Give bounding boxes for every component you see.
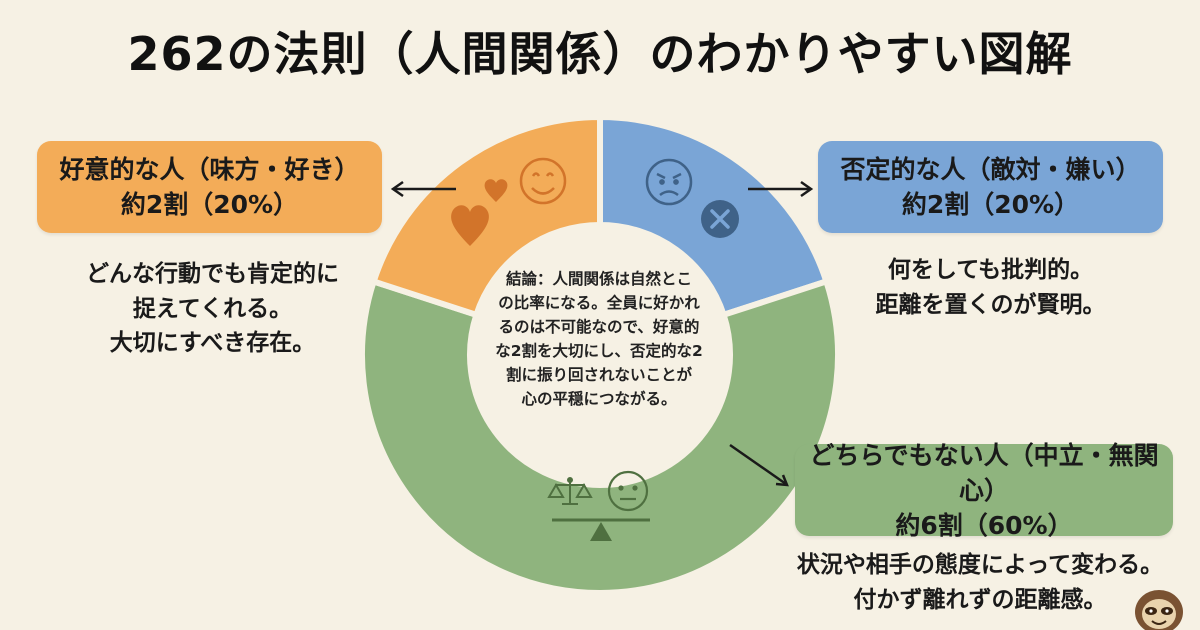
balance-icon bbox=[552, 518, 650, 541]
favorable-description-line: 捉えてくれる。 bbox=[132, 295, 293, 322]
conclusion-line: 割に振り回されないことが bbox=[505, 366, 692, 385]
neutral-label: どちらでもない人（中立・無関心） bbox=[809, 440, 1159, 505]
neutral-share: 約6割（60%） bbox=[895, 510, 1073, 540]
arrow-to-favorable bbox=[390, 180, 456, 198]
neutral-face-icon bbox=[607, 470, 649, 512]
conclusion-line: 結論：人間関係は自然とこ bbox=[505, 270, 692, 288]
neutral-description: 状況や相手の態度によって変わる。 付かず離れずの距離感。 bbox=[770, 548, 1190, 617]
favorable-share: 約2割（20%） bbox=[120, 190, 299, 219]
favorable-box: 好意的な人（味方・好き） 約2割（20%） bbox=[37, 141, 382, 233]
smile-face-icon bbox=[519, 157, 567, 205]
scale-icon bbox=[547, 477, 593, 505]
sloth-mascot-icon bbox=[1135, 590, 1183, 630]
neutral-description-line: 状況や相手の態度によって変わる。 bbox=[796, 552, 1164, 578]
donut-segment-neutral bbox=[359, 277, 841, 597]
negative-description: 何をしても批判的。 距離を置くのが賢明。 bbox=[818, 253, 1163, 322]
conclusion-text: 結論：人間関係は自然とこ の比率になる。全員に好かれ るのは不可能なので、好意的… bbox=[478, 267, 720, 411]
heart-icon bbox=[484, 179, 508, 202]
conclusion-line: な2割を大切にし、否定的な2 bbox=[495, 342, 703, 361]
negative-label: 否定的な人（敵対・嫌い） bbox=[840, 155, 1141, 184]
negative-share: 約2割（20%） bbox=[901, 190, 1080, 219]
page-title: 262の法則（人間関係）のわかりやすい図解 bbox=[127, 27, 1073, 81]
negative-description-line: 何をしても批判的。 bbox=[887, 257, 1094, 283]
favorable-description-line: どんな行動でも肯定的に bbox=[86, 261, 339, 287]
conclusion-line: 心の平穏につながる。 bbox=[521, 390, 677, 409]
donut-center bbox=[473, 228, 727, 482]
neutral-box: どちらでもない人（中立・無関心） 約6割（60%） bbox=[795, 441, 1173, 540]
favorable-label: 好意的な人（味方・好き） bbox=[59, 155, 360, 184]
conclusion-line: るのは不可能なので、好意的 bbox=[498, 318, 700, 337]
arrow-to-negative bbox=[748, 180, 814, 198]
negative-box: 否定的な人（敵対・嫌い） 約2割（20%） bbox=[818, 141, 1163, 233]
neutral-description-line: 付かず離れずの距離感。 bbox=[853, 586, 1107, 613]
negative-description-line: 距離を置くのが賢明。 bbox=[875, 291, 1106, 318]
angry-face-icon bbox=[645, 158, 693, 206]
conclusion-line: の比率になる。全員に好かれ bbox=[498, 294, 700, 313]
arrow-to-neutral bbox=[729, 443, 789, 487]
favorable-description: どんな行動でも肯定的に 捉えてくれる。 大切にすべき存在。 bbox=[40, 257, 385, 361]
favorable-description-line: 大切にすべき存在。 bbox=[109, 330, 316, 356]
cross-circle-icon bbox=[701, 200, 739, 238]
heart-icon bbox=[451, 205, 489, 246]
